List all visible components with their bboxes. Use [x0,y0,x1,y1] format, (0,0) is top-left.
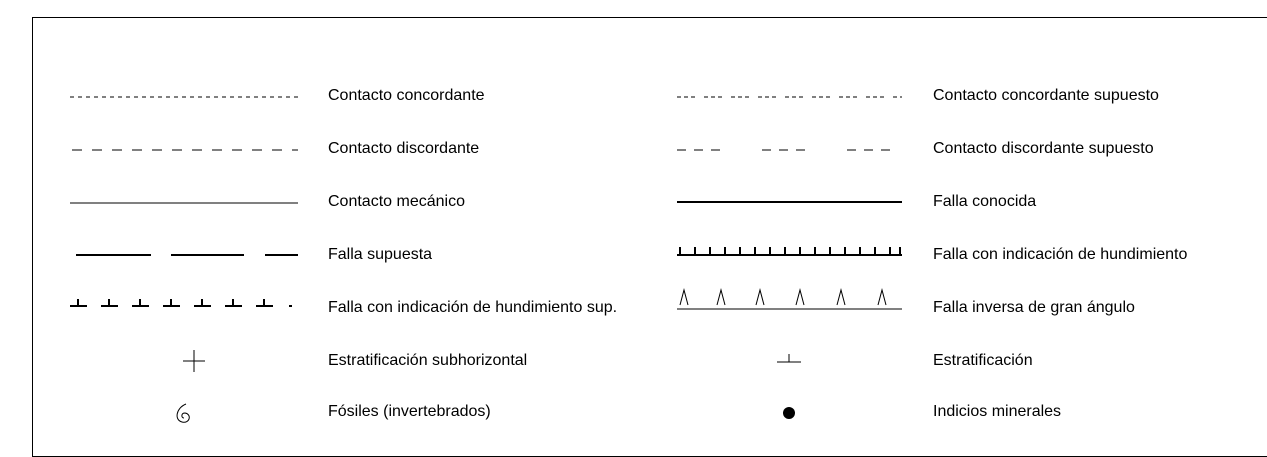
spiral-fossil-icon [176,403,190,423]
legend-symbols [70,96,902,423]
legend-label-falla-hundimiento-sup: Falla con indicación de hundimiento sup. [328,299,618,316]
legend-label-estratificacion: Estratificación [933,352,1033,369]
inverted-tick-dashed-line-icon [70,299,292,307]
legend-label-fosiles: Fósiles (invertebrados) [328,403,491,420]
legend-label-contacto-discordante: Contacto discordante [328,140,480,157]
legend-frame [32,17,1267,457]
plus-cross-icon [183,350,205,372]
legend-label-estratificacion-subhorizontal: Estratificación subhorizontal [328,352,528,369]
triangle-fault-line-icon [677,288,902,310]
legend-label-falla-hundimiento: Falla con indicación de hundimiento [933,246,1188,263]
legend-label-falla-supuesta: Falla supuesta [328,246,433,263]
ticked-line-icon [677,247,902,256]
filled-dot-icon [783,407,795,419]
strike-dip-icon [777,354,801,363]
legend-label-contacto-mecanico: Contacto mecánico [328,193,465,210]
legend-label-contacto-concordante-supuesto: Contacto concordante supuesto [933,87,1159,104]
legend-label-falla-conocida: Falla conocida [933,193,1037,210]
legend-label-contacto-concordante: Contacto concordante [328,87,485,104]
legend-label-contacto-discordante-supuesto: Contacto discordante supuesto [933,140,1154,157]
legend-label-indicios-minerales: Indicios minerales [933,403,1062,420]
legend-label-falla-inversa: Falla inversa de gran ángulo [933,299,1135,316]
